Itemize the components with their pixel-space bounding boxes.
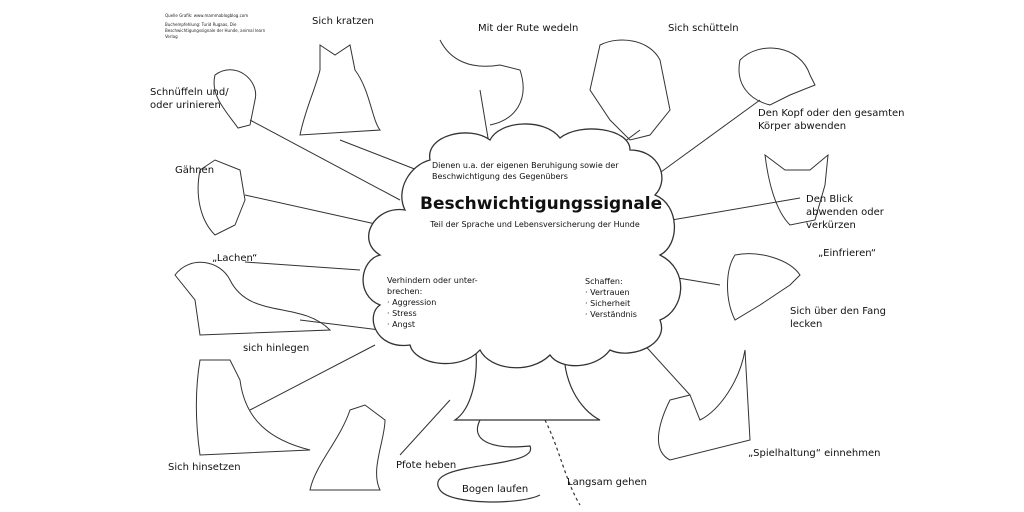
dog-shaking-icon	[589, 39, 671, 141]
signal-label: Gähnen	[175, 165, 215, 176]
dog-paw-lifting-icon	[309, 404, 386, 491]
prevents-list: Verhindern oder unter- brechen: · Aggres…	[387, 276, 478, 329]
signal-label: Sich kratzen	[312, 16, 374, 27]
dog-freezing-icon	[727, 253, 801, 321]
dog-look-away-icon	[764, 153, 829, 226]
connector-line	[249, 119, 401, 201]
signal-label: Bogen laufen	[462, 484, 529, 495]
source-credit: Quelle Grafik: www.mammablogblog.com	[165, 13, 249, 18]
dog-play-bow-icon	[657, 349, 751, 461]
signal-label: Mit der Rute wedeln	[478, 23, 579, 34]
dog-sitting-icon	[195, 359, 311, 456]
dog-head-turning-icon	[738, 47, 816, 106]
signal-label: Sich hinsetzen	[168, 462, 241, 473]
dog-tail-wagging-icon	[439, 39, 524, 126]
dog-sniffing-icon	[213, 69, 257, 129]
signal-label: Sich schütteln	[668, 23, 739, 34]
signal-label: Sich über den Fang lecken	[790, 306, 886, 330]
creates-list: Schaffen: · Vertrauen · Sicherheit · Ver…	[585, 277, 637, 319]
signal-label: „Spielhaltung“ einnehmen	[748, 448, 881, 459]
signal-label: „Lachen“	[212, 253, 258, 264]
thought-cloud	[362, 123, 682, 369]
book-recommendation: Buchempfehlung: Turid Rugaas, Die Beschw…	[165, 22, 266, 39]
dog-laughing-icon	[174, 261, 332, 336]
signal-label: Den Blick abwenden oder verkürzen	[806, 194, 884, 231]
signal-label: sich hinlegen	[243, 343, 310, 354]
diagram-subtitle: Teil der Sprache und Lebensversicherung …	[430, 220, 640, 229]
dog-scratching-icon	[299, 44, 381, 136]
signal-label: Schnüffeln und/ oder urinieren	[150, 87, 229, 111]
connector-lines	[244, 89, 801, 456]
signal-label: Pfote heben	[396, 460, 457, 471]
dog-yawning-icon	[197, 159, 246, 236]
center-intro: Dienen u.a. der eigenen Beruhigung sowie…	[432, 161, 619, 181]
dog-illustrations	[174, 39, 829, 491]
signal-label: „Einfrieren“	[818, 248, 877, 259]
signal-label: Den Kopf oder den gesamten Körper abwend…	[758, 108, 905, 132]
diagram-title: Beschwichtigungssignale	[420, 194, 663, 214]
signal-label: Langsam gehen	[567, 477, 647, 488]
